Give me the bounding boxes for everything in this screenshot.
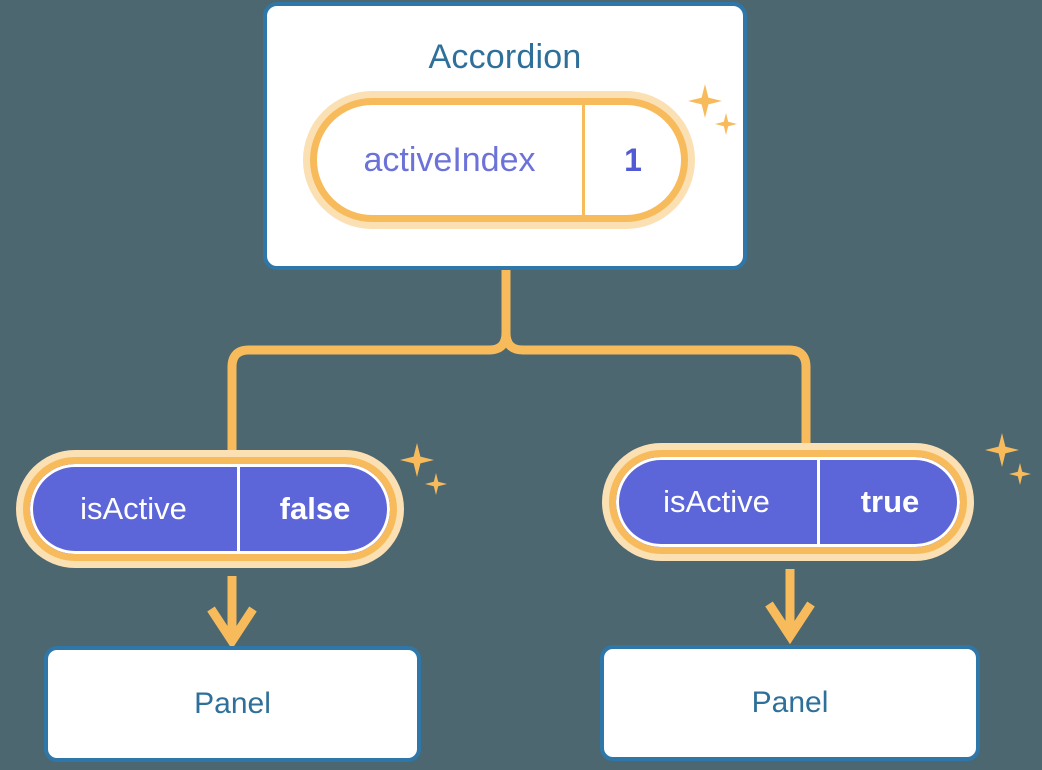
component-card-panel-right: Panel xyxy=(600,645,980,761)
state-pill: activeIndex 1 xyxy=(310,98,688,222)
component-title-accordion: Accordion xyxy=(428,38,582,76)
state-pill: isActive false xyxy=(23,457,397,561)
state-pill: isActive true xyxy=(609,450,967,554)
state-value-label: true xyxy=(860,484,920,519)
state-key-label: activeIndex xyxy=(317,105,585,215)
component-title-panel: Panel xyxy=(751,686,829,719)
connector-left xyxy=(227,265,511,462)
sparkle-icon xyxy=(400,443,434,477)
state-pill-is-active-false[interactable]: isActive false xyxy=(23,457,397,561)
sparkle-small-icon xyxy=(425,473,447,495)
arrow-head-right xyxy=(765,601,815,645)
component-card-panel-left: Panel xyxy=(44,646,421,762)
state-pill-is-active-true[interactable]: isActive true xyxy=(609,450,967,554)
state-value-label: 1 xyxy=(624,141,642,178)
state-key-label: isActive xyxy=(30,464,240,554)
arrow-head-left xyxy=(207,606,257,650)
state-value-label: false xyxy=(279,491,351,526)
state-pill-active-index[interactable]: activeIndex 1 xyxy=(310,98,688,222)
state-key-label: isActive xyxy=(616,457,820,547)
connector-right xyxy=(501,265,811,455)
sparkle-icon xyxy=(985,433,1019,467)
component-title-panel: Panel xyxy=(194,687,271,720)
sparkle-small-icon xyxy=(1009,463,1031,485)
